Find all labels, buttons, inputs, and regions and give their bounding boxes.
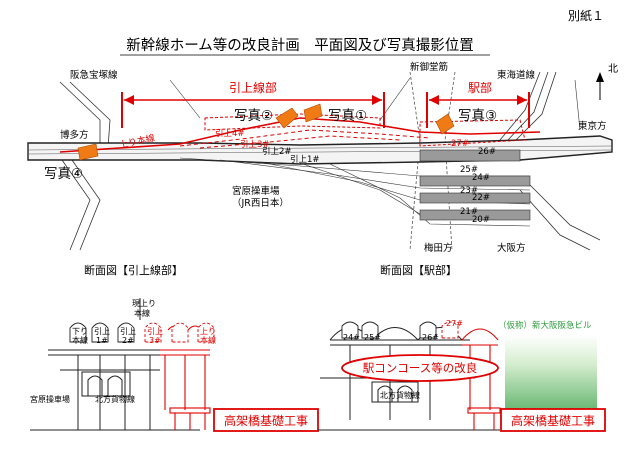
sec-track25-label: 25# <box>364 333 381 342</box>
svg-text:写真③: 写真③ <box>458 108 497 124</box>
tokyo-label: 東京方 <box>578 120 607 132</box>
hikiage3-section-label: 引上 <box>147 327 163 336</box>
camera-arrow-icon <box>303 103 323 123</box>
track22-label: 22# <box>472 193 490 203</box>
up-main-section-label: 上り <box>200 327 216 336</box>
hikiage1-label: 引上1# <box>290 155 320 165</box>
photo-4-marker: 写真④ <box>44 143 99 182</box>
track24-label: 24# <box>472 173 490 183</box>
svg-text:高架橋基礎工事: 高架橋基礎工事 <box>511 413 595 428</box>
section-right-title: 断面図【駅部】 <box>380 263 457 277</box>
track21-label: 21# <box>460 207 478 217</box>
sec-track27-label: 27# <box>446 319 463 328</box>
svg-text:写真①: 写真① <box>328 108 367 124</box>
current-up-label-2: 本線 <box>134 308 150 318</box>
hikiage-section-extent: 引上線部 <box>121 80 385 128</box>
svg-text:北: 北 <box>608 63 618 75</box>
building-label: （仮称）新大阪阪急ビル <box>498 320 592 331</box>
hikiage2-section-label: 引上 <box>120 327 136 336</box>
annex-label: 別紙１ <box>568 8 604 23</box>
camera-arrow-icon <box>77 143 99 161</box>
north-arrow-icon: 北 <box>596 63 618 100</box>
track23-label: 23# <box>460 186 478 196</box>
page-title: 新幹線ホーム等の改良計画 平面図及び写真撮影位置 <box>126 36 474 54</box>
section-left-title: 断面図【引上線部】 <box>84 263 183 277</box>
photo-2-marker: 写真② <box>234 107 299 129</box>
plan-view: 引上線部 駅部 阪急宝塚線 新御堂筋 東海道線 博多方 東京方 梅田方 大阪方 … <box>27 61 613 254</box>
sec-freight-label: 北方貨物線 <box>380 390 420 400</box>
track27-label: 27# <box>451 139 469 149</box>
svg-text:駅コンコース等の改良: 駅コンコース等の改良 <box>363 361 477 375</box>
hikiage2-label: 引上2# <box>262 147 292 157</box>
sec-track26-label: 26# <box>422 333 439 342</box>
concourse-callout: 駅コンコース等の改良 <box>341 354 499 382</box>
sec-track24-label: 24# <box>343 333 360 342</box>
camera-arrow-icon <box>275 107 299 129</box>
hikiage3-section-num: 3# <box>149 336 161 345</box>
tokaido-label: 東海道線 <box>497 69 536 81</box>
svg-text:写真④: 写真④ <box>44 166 83 182</box>
eki-section-extent: 駅部 <box>426 80 530 128</box>
foundation-work-box-left: 高架橋基礎工事 <box>213 408 319 432</box>
hakata-label: 博多方 <box>60 129 89 141</box>
hankyu-label: 阪急宝塚線 <box>70 69 118 81</box>
photo-1-marker: 写真① <box>303 103 367 124</box>
up-main-section-label-2: 本線 <box>200 335 216 345</box>
foundation-work-box-right: 高架橋基礎工事 <box>500 408 606 432</box>
hikiage1-section-label: 引上 <box>94 327 110 336</box>
photo-3-marker: 写真③ <box>435 108 497 135</box>
section-yard-label: 宮原操車場 <box>30 394 70 404</box>
hikiage3-label: 引上3# <box>240 140 270 150</box>
hikiage-section-label: 引上線部 <box>229 80 277 95</box>
hikiage2-section-num: 2# <box>122 336 134 345</box>
camera-arrow-icon <box>435 113 455 135</box>
hikiage1-section-num: 1# <box>96 336 108 345</box>
umeda-label: 梅田方 <box>424 242 453 254</box>
svg-text:写真②: 写真② <box>234 108 273 124</box>
hikiage4-label: 引上4# <box>215 129 245 139</box>
svg-text:高架橋基礎工事: 高架橋基礎工事 <box>224 413 308 428</box>
yard-owner-label: （JR西日本） <box>232 197 289 209</box>
down-main-label-2: 本線 <box>72 335 88 345</box>
track20-label: 20# <box>472 215 490 225</box>
yard-label: 宮原操車場 <box>232 185 280 197</box>
track26-label: 26# <box>478 147 496 157</box>
eki-section-label: 駅部 <box>468 80 492 95</box>
section-right: 断面図【駅部】 （仮称）新大阪阪急ビル <box>318 263 606 432</box>
shinmidosuji-label: 新御堂筋 <box>410 61 448 73</box>
track25-label: 25# <box>460 165 478 175</box>
osaka-label: 大阪方 <box>497 242 526 254</box>
section-left: 断面図【引上線部】 <box>30 263 319 432</box>
down-main-label: 下り <box>72 327 88 336</box>
current-up-label: 現上り <box>132 299 156 308</box>
section-freight-label: 北方貨物線 <box>95 394 135 404</box>
